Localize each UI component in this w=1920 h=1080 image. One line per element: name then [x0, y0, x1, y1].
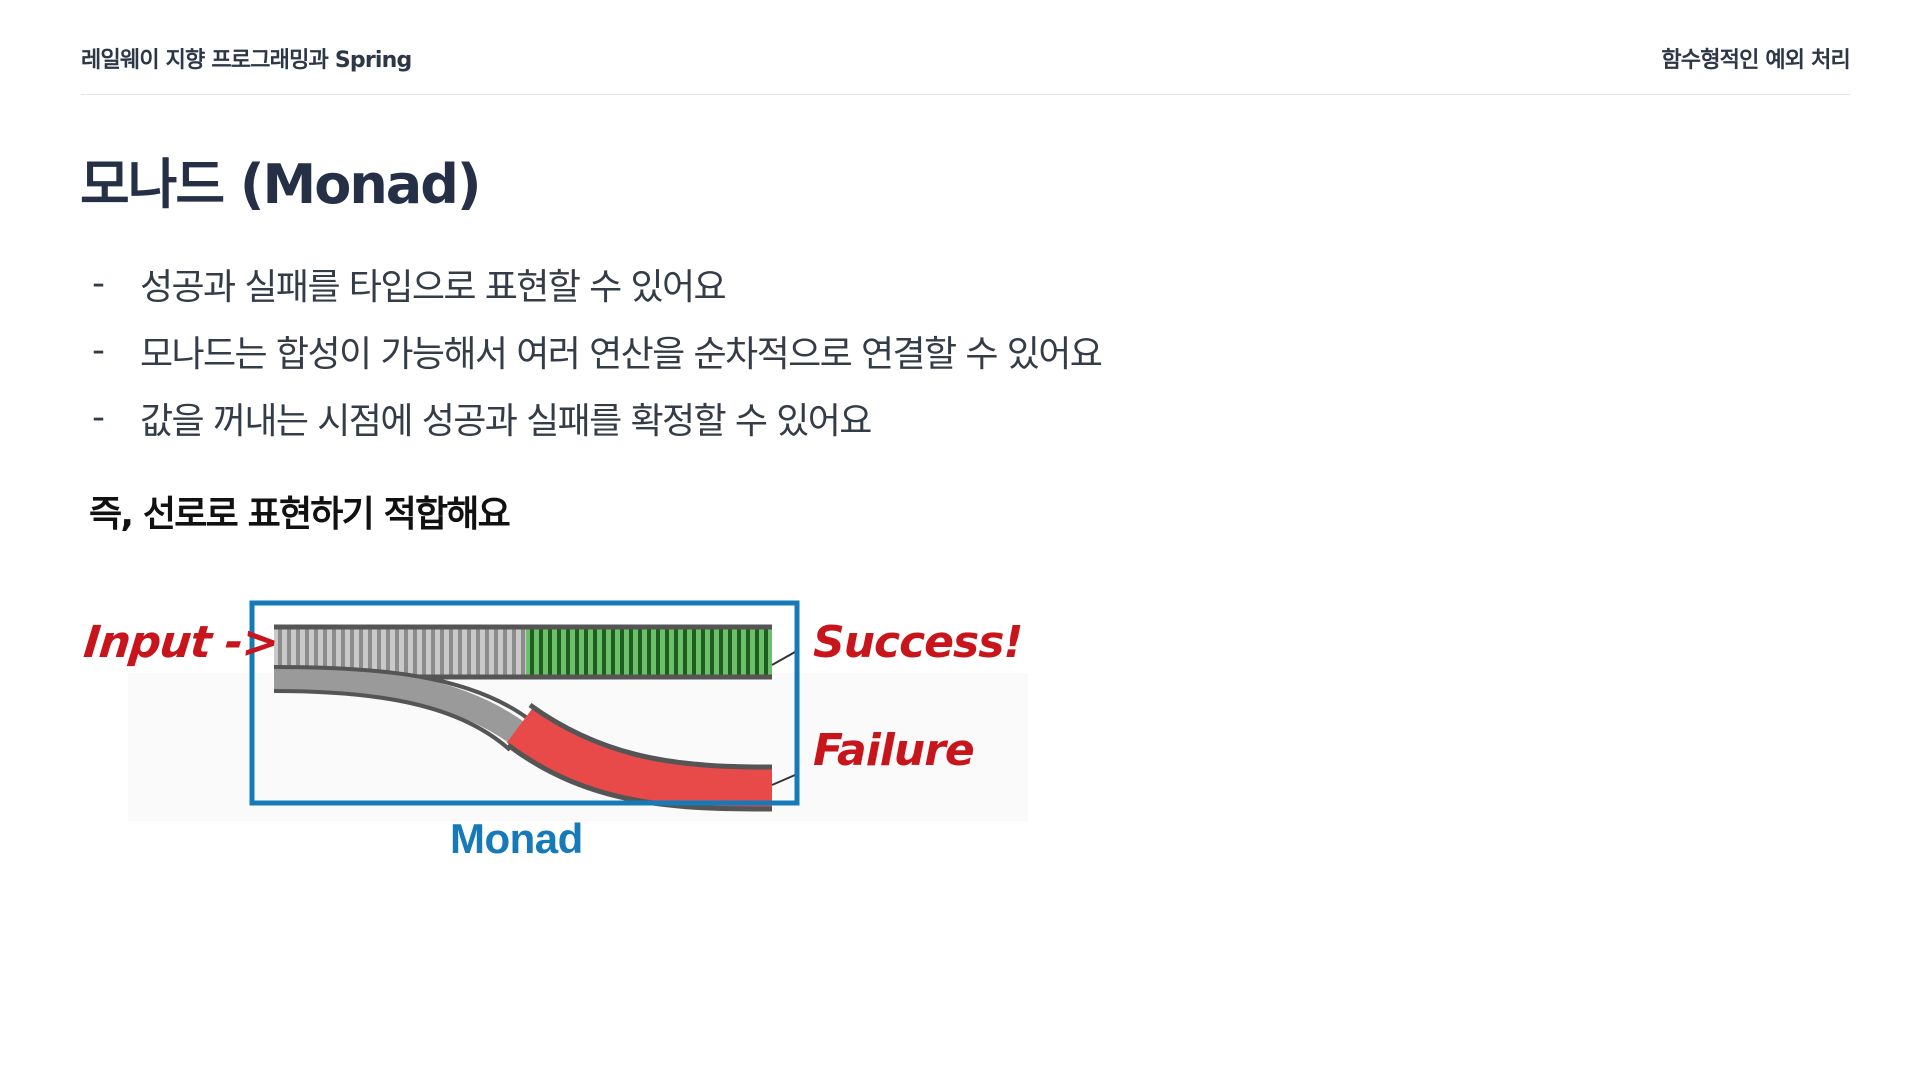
- bullet-text: 성공과 실패를 타입으로 표현할 수 있어요: [140, 266, 727, 308]
- failure-label: Failure: [813, 725, 975, 776]
- bullet-text: 값을 꺼내는 시점에 성공과 실패를 확정할 수 있어요: [140, 400, 872, 442]
- bullet-item: - 모나드는 합성이 가능해서 여러 연산을 순차적으로 연결할 수 있어요: [88, 317, 1103, 384]
- monad-box: [249, 600, 800, 806]
- monad-caption: Monad: [450, 815, 583, 862]
- railway-track-illustration: [128, 600, 1028, 821]
- slide-title: 모나드 (Monad): [80, 153, 482, 216]
- bullet-item: - 성공과 실패를 타입으로 표현할 수 있어요: [88, 250, 1101, 317]
- railway-diagram: Input -> Success! Failure Monad: [80, 595, 1040, 875]
- failure-track: [506, 702, 796, 812]
- success-label: Success!: [813, 617, 1023, 668]
- bullet-marker: -: [92, 397, 105, 438]
- slide-header: 레일웨이 지향 프로그래밍과 Spring 함수형적인 예외 처리: [81, 44, 1851, 95]
- input-label: Input ->: [81, 617, 281, 668]
- bullet-marker: -: [92, 263, 105, 304]
- bullet-list: - 성공과 실패를 타입으로 표현할 수 있어요 - 모나드는 합성이 가능해서…: [88, 250, 1103, 451]
- bullet-item: - 값을 꺼내는 시점에 성공과 실패를 확정할 수 있어요: [88, 384, 1101, 451]
- success-track: [526, 624, 796, 680]
- bullet-text: 모나드는 합성이 가능해서 여러 연산을 순차적으로 연결할 수 있어요: [140, 333, 1103, 375]
- bullet-marker: -: [92, 330, 105, 371]
- presentation-title: 레일웨이 지향 프로그래밍과 Spring: [81, 48, 412, 73]
- section-title: 함수형적인 예외 처리: [1661, 48, 1850, 73]
- branch-track: [273, 665, 532, 752]
- emphasis-text: 즉, 선로로 표현하기 적합해요: [89, 494, 511, 535]
